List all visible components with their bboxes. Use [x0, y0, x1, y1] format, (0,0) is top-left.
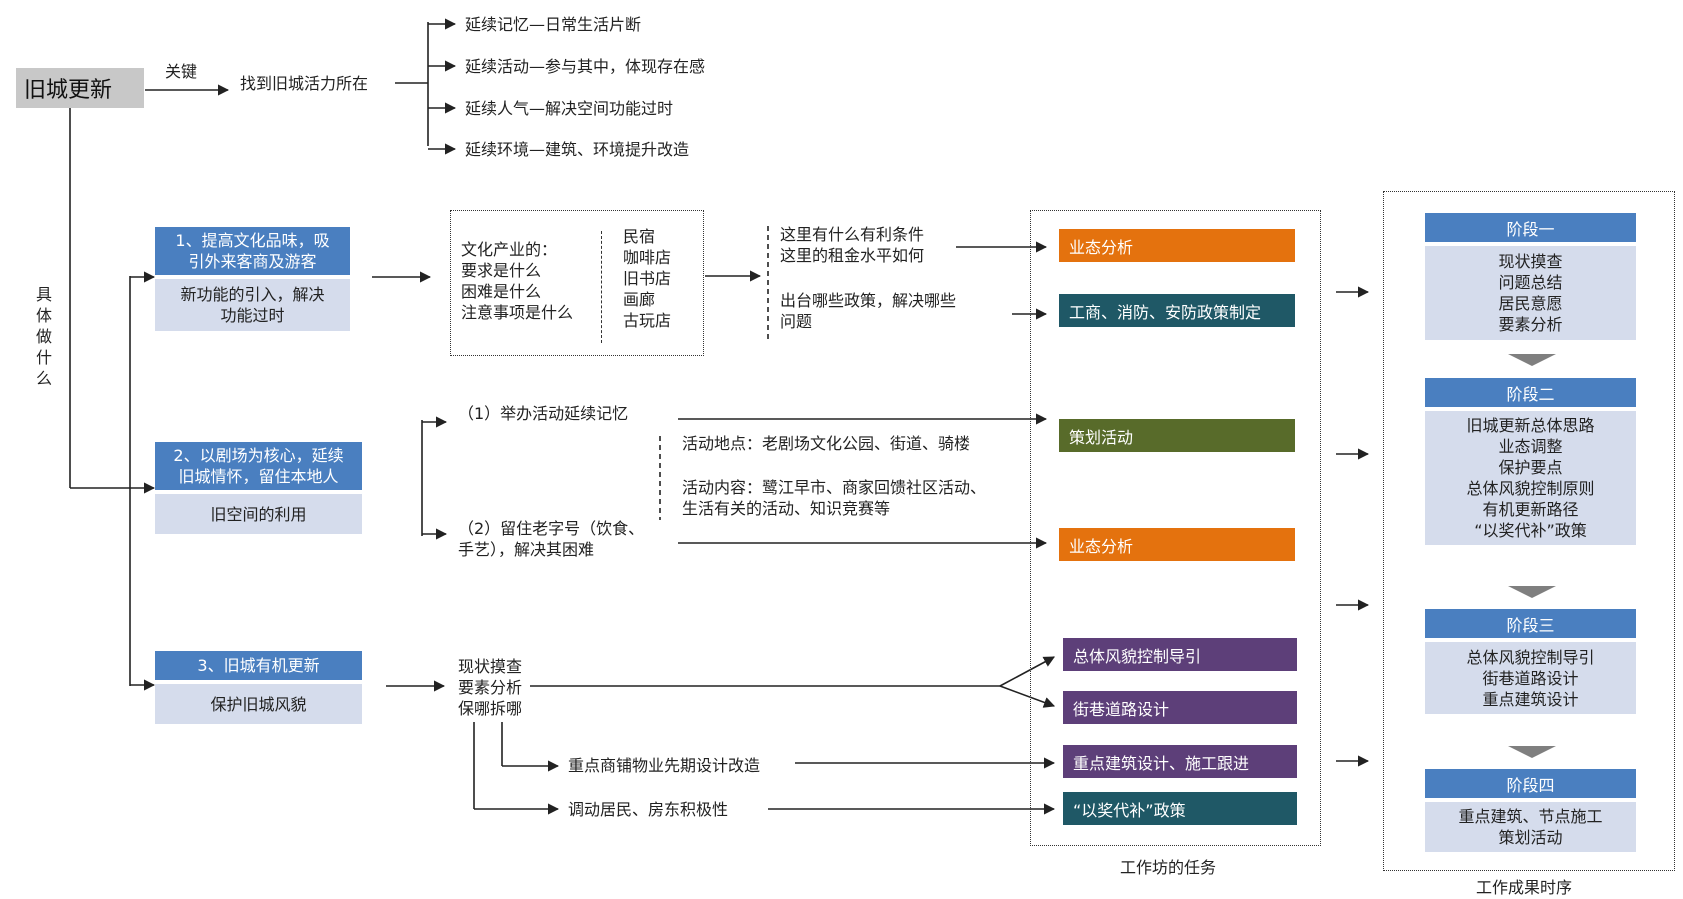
- renewal-steps: 现状摸查 要素分析 保哪拆哪: [458, 657, 523, 718]
- branch-2: 延续活动—参与其中，体现存在感: [465, 57, 706, 76]
- stage-2-title: 阶段二: [1425, 378, 1636, 407]
- find-label: 找到旧城活力所在: [240, 74, 369, 93]
- culture-types: 民宿 咖啡店 旧书店 画廊 古玩店: [623, 227, 672, 330]
- culture-box: 文化产业的： 要求是什么 困难是什么 注意事项是什么 民宿 咖啡店 旧书店 画廊…: [450, 210, 704, 356]
- activity-content: 活动内容：鹭江早市、商家回馈社区活动、 生活有关的活动、知识竞赛等: [682, 478, 987, 518]
- activity-item-1: （1）举办活动延续记忆: [458, 404, 629, 423]
- task-label: 街巷道路设计: [1073, 699, 1170, 719]
- culture-divider: [601, 231, 602, 343]
- condition-1: 这里有什么有利条件 这里的租金水平如何: [780, 225, 925, 265]
- activity-item-2: （2）留住老字号（饮食、 手艺），解决其困难: [458, 519, 645, 559]
- task-label: “以奖代补”政策: [1073, 800, 1186, 820]
- stages-box: [1383, 191, 1675, 871]
- stages-caption: 工作成果时序: [1476, 878, 1573, 897]
- key-label: 关键: [165, 62, 198, 81]
- task-label: 总体风貌控制导引: [1073, 646, 1202, 666]
- task-7: 重点建筑设计、施工跟进: [1063, 745, 1297, 778]
- strategy-3-desc: 保护旧城风貌: [155, 684, 362, 724]
- stage-1-title: 阶段一: [1425, 213, 1636, 242]
- task-label: 业态分析: [1069, 237, 1134, 257]
- task-2: 工商、消防、安防政策制定: [1059, 294, 1295, 327]
- side-label-char: 具: [35, 285, 52, 304]
- task-3: 策划活动: [1059, 419, 1295, 452]
- tasks-box: [1030, 210, 1321, 846]
- strategy-1-title: 1、提高文化品味，吸 引外来客商及游客: [155, 227, 350, 275]
- stage-4-title: 阶段四: [1425, 769, 1636, 798]
- condition-2: 出台哪些政策，解决哪些 问题: [780, 291, 957, 331]
- root-box: 旧城更新: [16, 68, 144, 108]
- task-label: 策划活动: [1069, 427, 1134, 447]
- strategy-1-desc: 新功能的引入，解决 功能过时: [155, 279, 350, 331]
- culture-questions: 文化产业的： 要求是什么 困难是什么 注意事项是什么: [461, 240, 574, 322]
- side-label-char: 做: [35, 327, 52, 346]
- branch-1: 延续记忆—日常生活片断: [465, 15, 642, 34]
- side-label-char: 么: [35, 369, 52, 388]
- side-label-char: 什: [35, 348, 52, 367]
- task-8: “以奖代补”政策: [1063, 792, 1297, 825]
- side-label-char: 体: [35, 306, 52, 325]
- stage-2-body: 旧城更新总体思路 业态调整 保护要点 总体风貌控制原则 有机更新路径 “以奖代补…: [1425, 411, 1636, 545]
- task-6: 街巷道路设计: [1063, 691, 1297, 724]
- task-5: 总体风貌控制导引: [1063, 638, 1297, 671]
- task-label: 业态分析: [1069, 536, 1134, 556]
- task-label: 工商、消防、安防政策制定: [1069, 302, 1262, 322]
- stage-4-body: 重点建筑、节点施工 策划活动: [1425, 802, 1636, 852]
- stage-3-title: 阶段三: [1425, 609, 1636, 638]
- root-title: 旧城更新: [24, 78, 113, 103]
- strategy-2-title: 2、以剧场为核心，延续 旧城情怀，留住本地人: [155, 442, 362, 490]
- strategy-2-desc: 旧空间的利用: [155, 494, 362, 534]
- strategy-3-title: 3、旧城有机更新: [155, 651, 362, 680]
- task-1: 业态分析: [1059, 229, 1295, 262]
- task-4: 业态分析: [1059, 528, 1295, 561]
- stage-1-body: 现状摸查 问题总结 居民意愿 要素分析: [1425, 246, 1636, 340]
- activity-location: 活动地点：老剧场文化公园、街道、骑楼: [682, 434, 971, 453]
- branch-4: 延续环境—建筑、环境提升改造: [465, 140, 690, 159]
- task-label: 重点建筑设计、施工跟进: [1073, 753, 1250, 773]
- tasks-caption: 工作坊的任务: [1120, 858, 1217, 877]
- renewal-branch-2: 调动居民、房东积极性: [568, 800, 729, 819]
- side-label: 具 体 做 什 么: [34, 284, 54, 389]
- branch-3: 延续人气—解决空间功能过时: [465, 99, 674, 118]
- stage-3-body: 总体风貌控制导引 街巷道路设计 重点建筑设计: [1425, 642, 1636, 714]
- renewal-branch-1: 重点商铺物业先期设计改造: [568, 756, 761, 775]
